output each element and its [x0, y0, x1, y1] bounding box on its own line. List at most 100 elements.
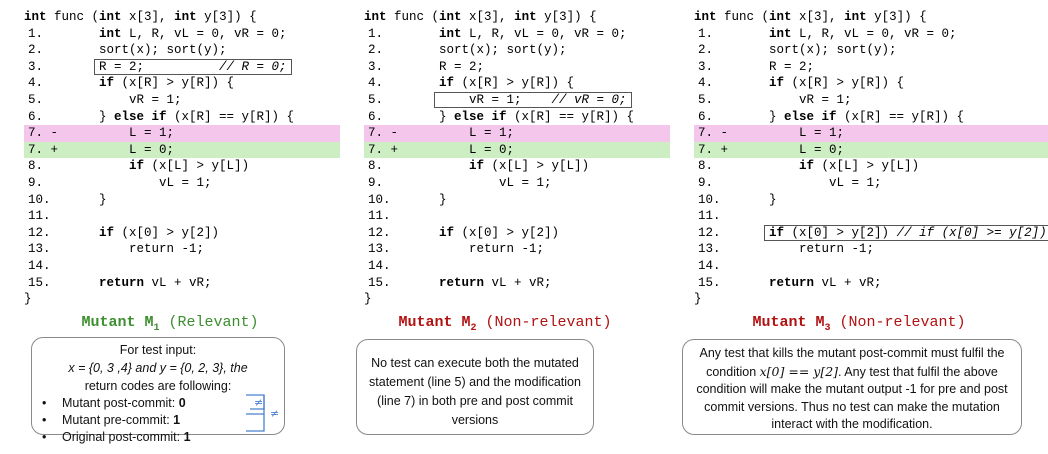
- code-text: R = 2; // R = 0;: [24, 58, 292, 76]
- note-text-part: Any test that kills the mutant post-comm…: [699, 346, 1005, 379]
- code-line: 4. if (x[R] > y[R]) {: [24, 75, 340, 92]
- return-code-value: 0: [178, 396, 186, 410]
- line-number: 5.: [368, 92, 384, 107]
- code-line: }: [694, 291, 1048, 308]
- mutant-title: Mutant M2 (Non-relevant): [340, 314, 670, 334]
- return-code-label: Mutant post-commit:: [62, 396, 179, 410]
- line-number: 5.: [698, 92, 714, 107]
- line-number: 7. +: [698, 142, 729, 157]
- mutant-title: Mutant M3 (Non-relevant): [670, 314, 1048, 334]
- line-number: 6.: [368, 109, 384, 124]
- code-line: 6. } else if (x[R] == y[R]) {: [24, 109, 340, 126]
- code-line: 1. int L, R, vL = 0, vR = 0;: [24, 26, 340, 43]
- code-line: 4. if (x[R] > y[R]) {: [364, 75, 670, 92]
- note-line: For test input:: [119, 343, 197, 357]
- code-text: } else if (x[R] == y[R]) {: [364, 109, 635, 124]
- code-line: 10. }: [694, 192, 1048, 209]
- panel-mutant-m3: int func (int x[3], int y[3]) {1. int L,…: [670, 0, 1048, 454]
- note-text-part: . Any test that fulfil the above conditi…: [696, 364, 1008, 432]
- line-number: 14.: [368, 258, 391, 273]
- code-text: if (x[R] > y[R]) {: [769, 76, 905, 91]
- line-number: 14.: [28, 258, 51, 273]
- explanation-note: For test input: x = {0, 3 ,4} and y = {0…: [31, 337, 285, 446]
- line-number: 5.: [28, 92, 44, 107]
- code-text: int L, R, vL = 0, vR = 0;: [439, 26, 627, 41]
- note-line: return codes are following:: [84, 379, 232, 393]
- line-number: 13.: [368, 242, 391, 257]
- code-text: int L, R, vL = 0, vR = 0;: [99, 26, 287, 41]
- code-text: }: [694, 292, 702, 307]
- return-code-item: Mutant post-commit: 0: [32, 395, 284, 412]
- code-listing: int func (int x[3], int y[3]) {1. int L,…: [364, 9, 670, 308]
- comparison-connector: ≠ ≠: [246, 394, 279, 432]
- code-text: vR = 1;: [24, 92, 182, 107]
- code-line: 12. if (x[0] > y[2]): [24, 225, 340, 242]
- line-number: 11.: [28, 209, 51, 224]
- code-line: 12. if (x[0] > y[2]) // if (x[0] >= y[2]…: [694, 224, 1048, 242]
- line-number: 10.: [368, 192, 391, 207]
- code-text: return vL + vR;: [439, 275, 552, 290]
- code-text: L = 1;: [694, 126, 845, 141]
- code-line: 13. return -1;: [24, 241, 340, 258]
- code-line: 4. if (x[R] > y[R]) {: [694, 75, 1048, 92]
- return-code-item: Mutant pre-commit: 1: [32, 412, 284, 429]
- line-number: 12.: [698, 225, 721, 240]
- code-line: 2. sort(x); sort(y);: [364, 42, 670, 59]
- code-line: 2. sort(x); sort(y);: [24, 42, 340, 59]
- code-text: return vL + vR;: [769, 275, 882, 290]
- mutant-index: 1: [153, 323, 160, 334]
- relevance-label: (Relevant): [159, 314, 259, 331]
- mutant-index: 3: [824, 323, 831, 334]
- code-line: 8. if (x[L] > y[L]): [694, 158, 1048, 175]
- return-code-item: Original post-commit: 1: [32, 429, 284, 446]
- line-number: 9.: [28, 175, 44, 190]
- relevance-label: (Non-relevant): [476, 314, 612, 331]
- code-line: 3. R = 2; // R = 0;: [24, 58, 340, 76]
- line-number: 9.: [698, 175, 714, 190]
- code-line: 10. }: [24, 192, 340, 209]
- code-line: 7. - L = 1;: [364, 125, 670, 142]
- code-text: if (x[R] > y[R]) {: [99, 76, 235, 91]
- code-text: }: [364, 192, 447, 207]
- line-number: 11.: [698, 209, 721, 224]
- panel-mutant-m1: int func (int x[3], int y[3]) {1. int L,…: [0, 0, 340, 454]
- code-line: 11.: [694, 208, 1048, 225]
- line-number: 15.: [698, 275, 721, 290]
- line-number: 4.: [368, 76, 384, 91]
- code-text: } else if (x[R] == y[R]) {: [24, 109, 295, 124]
- line-number: 2.: [28, 43, 44, 58]
- code-line: 7. - L = 1;: [24, 125, 340, 142]
- code-text: } else if (x[R] == y[R]) {: [694, 109, 965, 124]
- code-line: 5. vR = 1;: [694, 92, 1048, 109]
- code-text: if (x[L] > y[L]): [469, 159, 590, 174]
- line-number: 6.: [698, 109, 714, 124]
- code-line: 2. sort(x); sort(y);: [694, 42, 1048, 59]
- code-line: 7. + L = 0;: [24, 141, 340, 159]
- code-text: return vL + vR;: [99, 275, 212, 290]
- code-text: vR = 1;: [694, 92, 852, 107]
- code-text: }: [364, 292, 372, 307]
- code-line: 9. vL = 1;: [694, 175, 1048, 192]
- line-number: 4.: [698, 76, 714, 91]
- code-line: 13. return -1;: [364, 241, 670, 258]
- code-text: L = 0;: [694, 142, 845, 157]
- code-text: L = 0;: [24, 142, 175, 157]
- code-line: 15. return vL + vR;: [694, 275, 1048, 292]
- code-text: vL = 1;: [694, 175, 882, 190]
- line-number: 3.: [368, 59, 384, 74]
- code-text: int func (int x[3], int y[3]) {: [694, 10, 927, 24]
- code-line: 14.: [694, 258, 1048, 275]
- code-line: 11.: [24, 208, 340, 225]
- code-text: return -1;: [694, 242, 875, 257]
- note-text: No test can execute both the mutated sta…: [369, 356, 581, 427]
- code-listing: int func (int x[3], int y[3]) {1. int L,…: [694, 9, 1048, 308]
- line-number: 8.: [28, 159, 44, 174]
- code-line: 5. vR = 1;: [24, 92, 340, 109]
- line-number: 7. -: [698, 126, 729, 141]
- line-number: 9.: [368, 175, 384, 190]
- line-number: 15.: [28, 275, 51, 290]
- line-number: 12.: [368, 225, 391, 240]
- code-line: 9. vL = 1;: [24, 175, 340, 192]
- code-line: 8. if (x[L] > y[L]): [364, 158, 670, 175]
- code-text: vL = 1;: [364, 175, 552, 190]
